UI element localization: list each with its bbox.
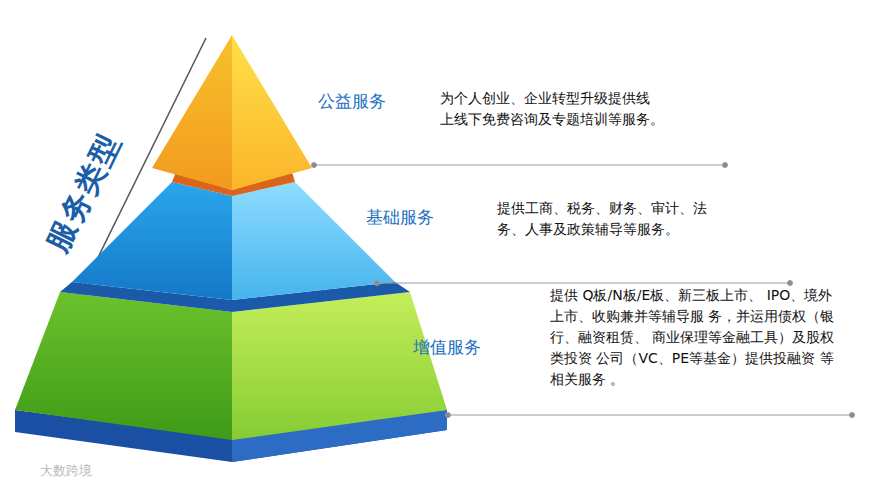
orange-tier-right [232, 35, 312, 190]
green-tier-left [15, 292, 232, 440]
blue-tier-right [232, 182, 395, 300]
category-label: 公益服务 [318, 90, 386, 113]
description-text: 为个人创业、企业转型升级提供线 上线下免费咨询及专题培训等服务。 [440, 88, 666, 130]
orange-tier-left [152, 35, 232, 190]
watermark: 大数跨境 [40, 462, 92, 480]
category-label: 增值服务 [413, 336, 481, 359]
leader-lines [312, 163, 855, 418]
description-text: 提供 Q板/N板/E板、新三板上市、 IPO、境外上市、收购兼并等辅导服 务，并… [550, 285, 838, 390]
category-label: 基础服务 [366, 206, 434, 229]
description-text: 提供工商、税务、财务、审计、法 务、人事及政策辅导等服务。 [497, 198, 725, 240]
green-tier-right [232, 292, 447, 440]
